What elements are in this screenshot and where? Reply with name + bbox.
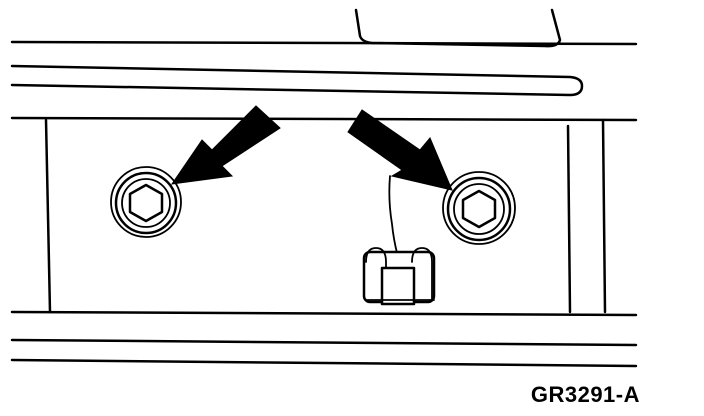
upper-rail xyxy=(10,40,638,122)
hex-bolt-right xyxy=(442,171,516,245)
panel-frame xyxy=(44,118,607,314)
arrow-to-right-bolt xyxy=(347,109,453,191)
lower-rail xyxy=(10,310,638,368)
hex-bolt-left xyxy=(110,166,182,238)
arrow-to-left-bolt xyxy=(170,105,281,185)
retainer-clip xyxy=(362,175,436,306)
upper-bracket xyxy=(354,8,562,48)
figure-code: GR3291-A xyxy=(530,382,640,407)
